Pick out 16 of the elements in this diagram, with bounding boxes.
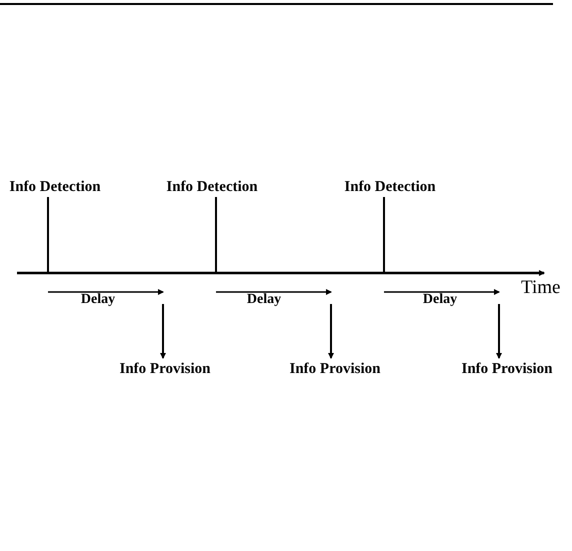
line xyxy=(47,197,49,273)
dimension-label: Delay xyxy=(246,292,282,308)
node-label: Info Detection xyxy=(344,178,436,196)
node-label: Info Provision xyxy=(120,360,210,378)
arrow xyxy=(160,304,166,359)
arrow xyxy=(496,304,502,359)
node-label: Info Detection xyxy=(9,178,101,196)
node-label: Info Detection xyxy=(166,178,258,196)
arrow xyxy=(328,304,334,359)
node-label: Info Provision xyxy=(290,360,380,378)
axis-label: Time xyxy=(521,277,560,299)
line xyxy=(383,197,385,273)
line xyxy=(215,197,217,273)
dimension-label: Delay xyxy=(80,292,116,308)
dimension-label: Delay xyxy=(422,292,458,308)
node-label: Info Provision xyxy=(462,360,552,378)
